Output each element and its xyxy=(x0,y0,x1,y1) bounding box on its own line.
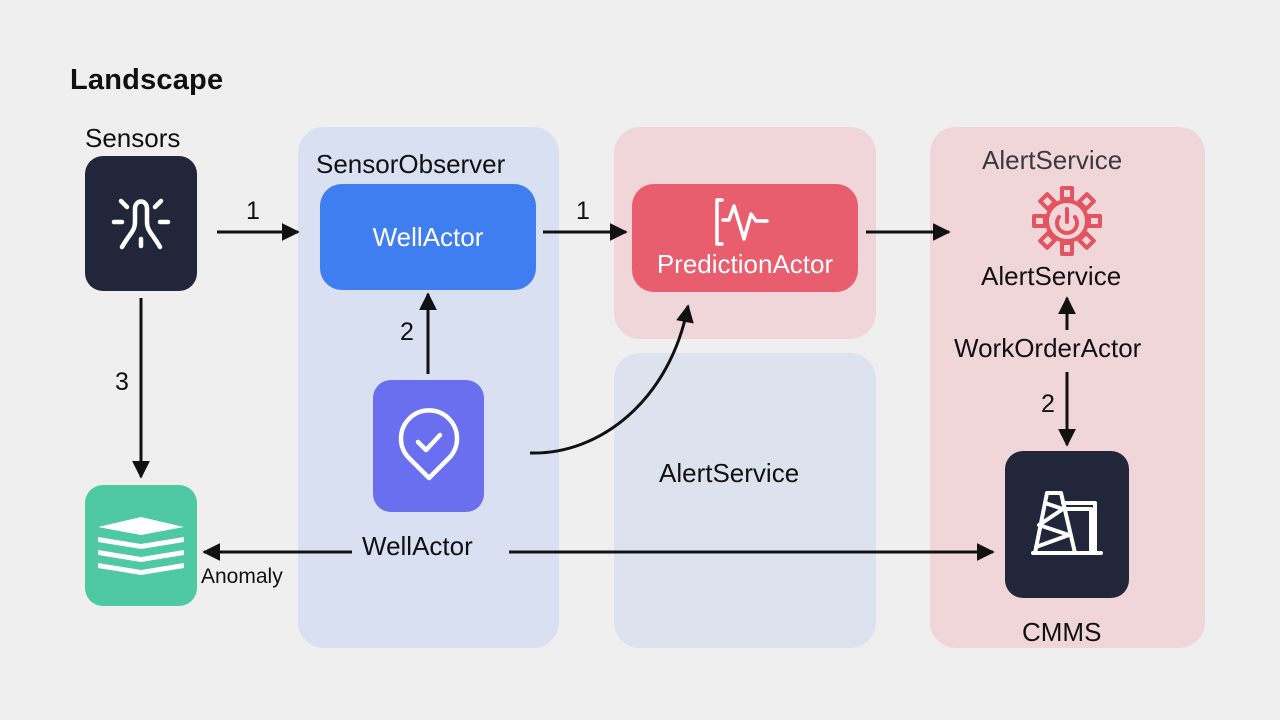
sensors-label: Sensors xyxy=(85,123,181,153)
diagram-title: Landscape xyxy=(70,64,224,96)
sensor-icon xyxy=(111,198,171,249)
alert-service-middle-label: AlertService xyxy=(659,458,800,488)
well-actor-node[interactable]: WellActor xyxy=(320,184,536,290)
prediction-actor-label: PredictionActor xyxy=(656,248,834,279)
edge-label-tile-to-wellactor: 2 xyxy=(400,318,414,346)
edge-label-sensors-to-anomaly: 3 xyxy=(115,368,129,396)
well-actor-node-label: WellActor xyxy=(372,221,484,252)
power-gear-icon[interactable] xyxy=(1031,185,1103,257)
anomaly-label: Anomaly xyxy=(201,565,283,588)
alert-service-node-label[interactable]: AlertService xyxy=(981,261,1122,291)
work-order-actor-label[interactable]: WorkOrderActor xyxy=(954,333,1142,363)
alert-service-middle-panel xyxy=(614,353,876,648)
prediction-actor-node[interactable]: PredictionActor xyxy=(632,184,858,292)
pulse-bracket-icon xyxy=(715,197,769,246)
edge-label-wellactor-to-prediction: 1 xyxy=(576,197,590,225)
anomaly-store-node[interactable] xyxy=(85,485,197,606)
cmms-label: CMMS xyxy=(1022,617,1102,647)
alert-service-panel-label: AlertService xyxy=(982,145,1123,175)
sensors-node[interactable] xyxy=(85,156,197,291)
cmms-node[interactable] xyxy=(1005,451,1129,598)
edge-label-workorder-to-cmms: 2 xyxy=(1041,390,1055,418)
sensor-observer-label: SensorObserver xyxy=(316,149,506,179)
oil-derrick-icon xyxy=(1031,490,1103,555)
edge-label-sensors-to-wellactor: 1 xyxy=(246,197,260,225)
well-actor-tile[interactable] xyxy=(373,380,484,512)
well-actor-tile-label: WellActor xyxy=(362,531,473,561)
stacked-layers-icon xyxy=(98,516,184,575)
location-check-icon xyxy=(398,408,459,481)
